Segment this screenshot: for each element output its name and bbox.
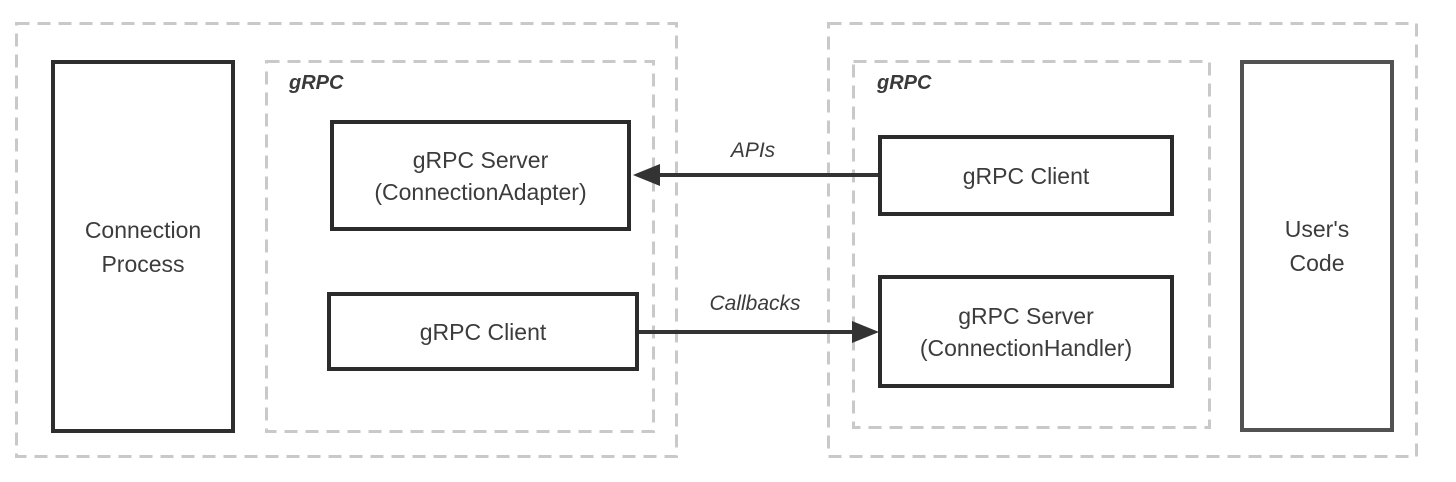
left-grpc-server-connection-adapter-box: gRPC Server (ConnectionAdapter) [330, 120, 631, 231]
right-grpc-server-connection-handler-box: gRPC Server (ConnectionHandler) [878, 275, 1174, 388]
connection-process-box: Connection Process [51, 60, 235, 433]
left-grpc-client-box: gRPC Client [327, 292, 639, 371]
left-grpc-group-label: gRPC [289, 72, 344, 94]
left-grpc-group-frame [265, 60, 655, 433]
callbacks-arrow-head [852, 321, 879, 343]
callbacks-arrow-label: Callbacks [709, 292, 801, 315]
apis-arrow-head [633, 164, 660, 186]
right-grpc-group-label: gRPC [877, 72, 932, 94]
apis-arrow-label: APIs [730, 139, 776, 162]
right-grpc-client-box: gRPC Client [878, 135, 1174, 216]
users-code-box: User's Code [1240, 60, 1394, 432]
